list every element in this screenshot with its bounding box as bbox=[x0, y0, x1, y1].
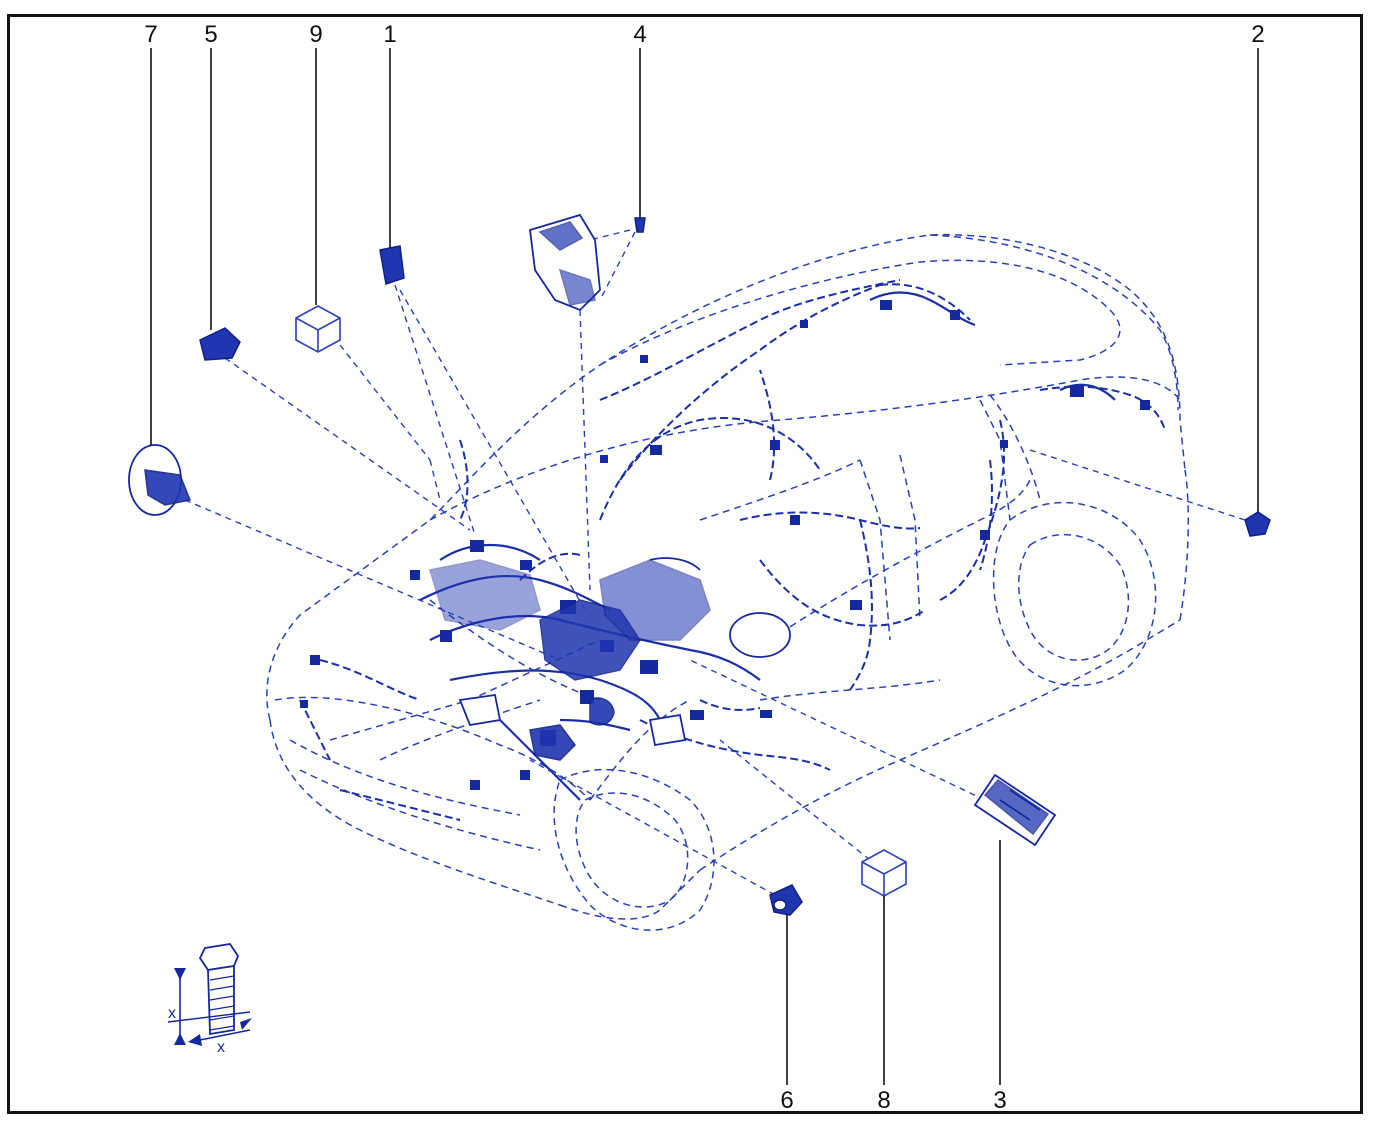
bolt-torque-symbol: x x bbox=[167, 943, 252, 1056]
part-6-sensor bbox=[769, 884, 803, 916]
part-5-sensor bbox=[199, 327, 241, 361]
diagram-frame bbox=[7, 14, 1363, 1114]
part-9-cube bbox=[295, 305, 341, 353]
callout-label: 8 bbox=[877, 1087, 890, 1114]
dimension-label-x-vertical: x bbox=[168, 1005, 176, 1022]
central-module-cluster bbox=[429, 557, 791, 761]
callout-5: 5 bbox=[204, 21, 218, 330]
callout-6: 6 bbox=[780, 915, 794, 1114]
callout-4: 4 bbox=[633, 21, 647, 218]
part-1-connector bbox=[379, 245, 405, 285]
car-body-outline bbox=[266, 233, 1190, 931]
callout-label: 7 bbox=[144, 21, 157, 48]
callout-label: 9 bbox=[309, 21, 322, 48]
callout-3: 3 bbox=[993, 840, 1007, 1114]
dimension-label-x-horizontal: x bbox=[217, 1039, 225, 1056]
callout-7: 7 bbox=[144, 21, 158, 445]
callout-label: 3 bbox=[993, 1087, 1006, 1114]
callout-9: 9 bbox=[309, 21, 323, 305]
pointer-lines bbox=[184, 229, 1246, 896]
callout-label: 1 bbox=[383, 21, 396, 48]
callout-2: 2 bbox=[1251, 21, 1265, 512]
part-8-cube bbox=[861, 849, 907, 897]
part-4-bracket-module bbox=[529, 213, 646, 312]
callout-label: 6 bbox=[780, 1087, 793, 1114]
part-7-steering-airbag bbox=[128, 444, 192, 516]
callout-label: 5 bbox=[204, 21, 217, 48]
callout-label: 2 bbox=[1251, 21, 1264, 48]
callout-label: 4 bbox=[633, 21, 646, 48]
callout-8: 8 bbox=[877, 896, 891, 1114]
part-3-control-unit bbox=[973, 773, 1057, 847]
part-2-sensor bbox=[1244, 511, 1271, 537]
callout-1: 1 bbox=[383, 21, 397, 248]
harness-connectors bbox=[300, 300, 1150, 790]
